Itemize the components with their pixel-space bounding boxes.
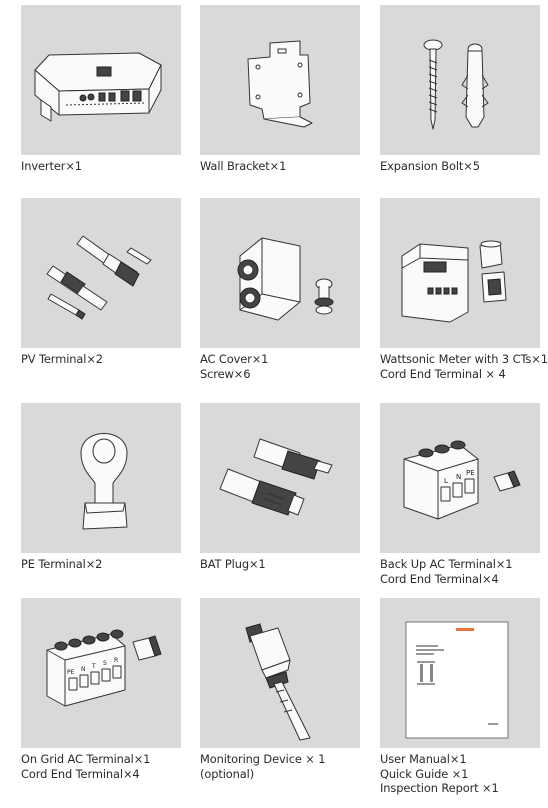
package-item-wall-bracket: Wall Bracket×1 (200, 5, 360, 174)
terminal-label-n: N (81, 666, 86, 673)
terminal-label-pe: PE (466, 469, 475, 477)
caption-line: Wattsonic Meter with 3 CTs×1 (380, 352, 548, 366)
caption-line: Inspection Report ×1 (380, 781, 499, 795)
caption-line: BAT Plug×1 (200, 557, 266, 571)
bat-plug-icon (200, 403, 360, 553)
package-item-expansion-bolt: Expansion Bolt×5 (380, 5, 540, 174)
package-item-ac-cover: AC Cover×1 Screw×6 (200, 198, 360, 381)
terminal-label-r: R (114, 657, 118, 664)
wall-bracket-icon (200, 5, 360, 155)
pe-terminal-icon (21, 403, 181, 553)
caption-line: Quick Guide ×1 (380, 766, 469, 781)
package-item-wattsonic-meter: Wattsonic Meter with 3 CTs×1 Cord End Te… (380, 198, 548, 381)
inverter-icon (21, 5, 181, 155)
caption-line: On Grid AC Terminal×1 (21, 752, 151, 766)
package-item-inverter: Inverter×1 (21, 5, 181, 174)
wattsonic-meter-icon (380, 198, 540, 348)
caption-line: Back Up AC Terminal×1 (380, 557, 513, 571)
user-manual-icon (380, 598, 540, 748)
terminal-label-l: L (444, 477, 448, 485)
package-item-pe-terminal: PE Terminal×2 (21, 403, 181, 572)
pv-terminal-icon (21, 198, 181, 348)
caption-line: PE Terminal×2 (21, 557, 103, 571)
caption-line: Monitoring Device × 1 (200, 752, 326, 766)
package-item-monitoring-device: Monitoring Device × 1 (optional) (200, 598, 360, 781)
caption-line: (optional) (200, 766, 255, 781)
caption-line: User Manual×1 (380, 752, 467, 766)
caption-line: Cord End Terminal×4 (21, 766, 140, 781)
ac-cover-icon (200, 198, 360, 348)
back-up-ac-terminal-icon: L N PE (380, 403, 540, 553)
terminal-label-n: N (456, 473, 461, 481)
package-item-back-up-ac-terminal: L N PE Back Up AC Terminal×1 Cord End Te… (380, 403, 540, 586)
caption-line: Cord End Terminal×4 (380, 571, 499, 586)
terminal-label-s: S (103, 660, 107, 667)
caption-line: Inverter×1 (21, 159, 82, 173)
caption-line: Cord End Terminal × 4 (380, 366, 506, 381)
caption-line: Screw×6 (200, 366, 251, 381)
on-grid-ac-terminal-icon: PE N T S R (21, 598, 181, 748)
package-item-user-manual: User Manual×1 Quick Guide ×1 Inspection … (380, 598, 540, 796)
caption-line: Wall Bracket×1 (200, 159, 287, 173)
package-item-on-grid-ac-terminal: PE N T S R On Grid AC Terminal×1 Cord En… (21, 598, 181, 781)
caption-line: Expansion Bolt×5 (380, 159, 480, 173)
caption-line: AC Cover×1 (200, 352, 269, 366)
terminal-label-pe: PE (67, 669, 75, 676)
package-item-pv-terminal: PV Terminal×2 (21, 198, 181, 367)
terminal-label-t: T (91, 663, 96, 670)
package-item-bat-plug: BAT Plug×1 (200, 403, 360, 572)
monitoring-device-icon (200, 598, 360, 748)
caption-line: PV Terminal×2 (21, 352, 103, 366)
expansion-bolt-icon (380, 5, 540, 155)
